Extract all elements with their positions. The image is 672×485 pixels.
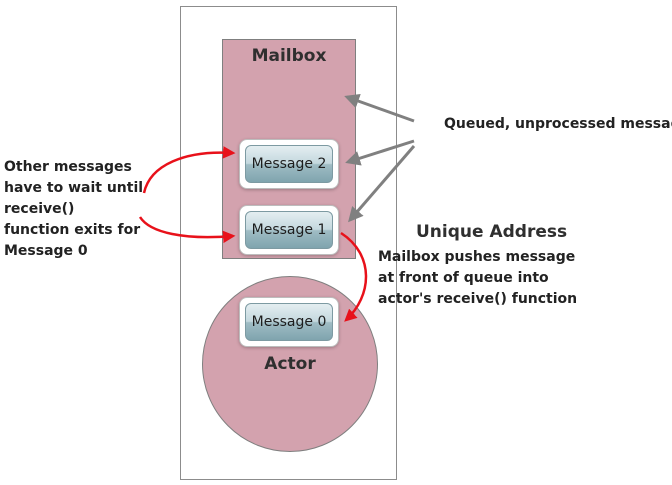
red-arrow-to-message-1: [138, 216, 236, 244]
gray-arrow-to-message-1: [348, 145, 416, 223]
red-arrows: [138, 146, 368, 322]
message-2-card: Message 2: [239, 139, 339, 189]
queue-gray-arrows: [344, 93, 416, 223]
right-note: Mailbox pushes message at front of queue…: [378, 249, 578, 307]
message-0-label: Message 0: [245, 303, 333, 341]
message-2-label: Message 2: [245, 145, 333, 183]
mailbox-title: Mailbox: [251, 46, 327, 66]
unique-address-label: Unique Address: [416, 222, 568, 242]
gray-arrow-to-mailbox: [344, 93, 415, 123]
message-1-label: Message 1: [245, 211, 333, 249]
red-arrow-to-actor: [340, 231, 368, 322]
message-1-card: Message 1: [239, 205, 339, 255]
message-0-card: Message 0: [239, 297, 339, 347]
gray-arrow-to-message-2: [345, 139, 415, 166]
queued-label: Queued, unprocessed messages: [444, 116, 672, 132]
actor-title: Actor: [264, 354, 316, 374]
left-note: Other messages have to wait until receiv…: [4, 159, 144, 259]
red-arrow-to-message-2: [142, 146, 236, 194]
